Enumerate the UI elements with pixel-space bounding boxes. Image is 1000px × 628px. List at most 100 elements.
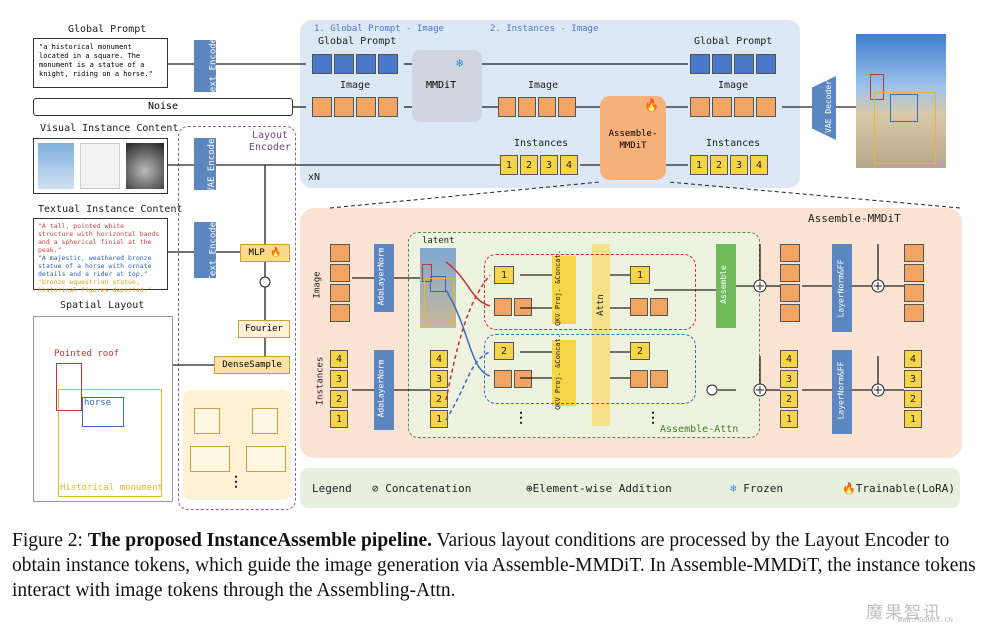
- frozen-snowflake-icon: ❄: [456, 56, 464, 70]
- image-token: [518, 97, 536, 117]
- image-token: [330, 264, 350, 282]
- flame-icon: 🔥: [842, 482, 856, 495]
- instance-token: 3: [330, 370, 348, 388]
- textual-line-2: "A majestic, weathered bronze statue of …: [38, 254, 152, 278]
- dense-ellipsis: ⋮: [229, 474, 243, 490]
- mmdit-box: MMDiT ❄: [412, 50, 482, 122]
- layernorm-ff-top: [832, 244, 852, 332]
- instance-token: 2: [780, 390, 798, 408]
- image-token: [334, 97, 354, 117]
- legend-panel: [300, 468, 960, 508]
- attn-ellipsis-left: ⋮: [514, 410, 528, 426]
- concat-icon: ⊘: [372, 482, 379, 495]
- textual-instance-box: "A tall, pointed white structure with ho…: [33, 218, 168, 294]
- latent-image: [420, 248, 456, 328]
- image-token: [630, 370, 648, 388]
- qkv-bottom: [552, 340, 576, 406]
- global-prompt-token: [734, 54, 754, 74]
- image-token: [904, 264, 924, 282]
- vae-encoder: VAE Encoder: [194, 133, 217, 193]
- image-token: [538, 97, 556, 117]
- image-token: [650, 370, 668, 388]
- image-token: [756, 97, 776, 117]
- global-prompt-row-label: Global Prompt: [318, 36, 397, 47]
- image-token: [690, 97, 710, 117]
- global-prompt-token: [312, 54, 332, 74]
- instance-token: 2: [710, 155, 728, 175]
- visual-instance-label: Visual Instance Content: [40, 123, 179, 134]
- layout-label-horse: horse: [84, 398, 112, 408]
- caption-bold: The proposed InstanceAssemble pipeline.: [87, 530, 433, 551]
- image-token: [514, 370, 532, 388]
- snowflake-icon: ❄: [730, 482, 737, 495]
- instance-token: 1: [494, 266, 514, 284]
- adalayernorm-top: [374, 244, 394, 312]
- spatial-layout-label: Spatial Layout: [60, 300, 145, 311]
- global-prompt-token: [756, 54, 776, 74]
- instance-token: 1: [780, 410, 798, 428]
- instance-token: 1: [630, 266, 650, 284]
- instance-token: 3: [730, 155, 748, 175]
- image-token: [712, 97, 732, 117]
- visual-instance-images: [33, 138, 168, 194]
- fourier-box: Fourier: [238, 320, 290, 338]
- instance-token: 4: [430, 350, 448, 368]
- image-token: [780, 244, 800, 262]
- image-token: [330, 304, 350, 322]
- instance-token: 2: [494, 342, 514, 360]
- instance-group-2: [484, 334, 696, 404]
- instance-token: 4: [330, 350, 348, 368]
- dense-mini-4: [246, 446, 286, 472]
- image-token: [356, 97, 376, 117]
- image-token: [312, 97, 332, 117]
- image-token: [378, 97, 398, 117]
- instance-token: 1: [690, 155, 708, 175]
- layout-encoder-panel: [178, 126, 296, 510]
- watermark: 魔果智讯: [866, 603, 942, 623]
- image-token: [780, 304, 800, 322]
- image-row-label-2: Image: [528, 80, 559, 91]
- instance-token: 2: [520, 155, 538, 175]
- caption-body: Various layout conditions are processed …: [12, 530, 976, 601]
- tower-image: [38, 143, 74, 189]
- add-icon: ⊕: [526, 482, 533, 495]
- layout-label-roof: Pointed roof: [54, 349, 120, 359]
- global-prompt-token: [378, 54, 398, 74]
- xn-label: xN: [308, 172, 321, 183]
- layout-box-monument: [58, 389, 162, 497]
- image-row-label-3: Image: [718, 80, 749, 91]
- assemble-mmdit-title: Assemble-MMDiT: [808, 212, 901, 225]
- instances-row-label-1: Instances: [514, 138, 569, 149]
- instance-token: 1: [430, 410, 448, 428]
- output-box-roof: [870, 74, 884, 100]
- image-token: [558, 97, 576, 117]
- adalayernorm-bottom: [374, 350, 394, 430]
- assemble-mmdit-small-box: 🔥 Assemble-MMDiT: [600, 96, 666, 180]
- statue-sketch-image: [80, 143, 120, 189]
- dense-mini-3: [190, 446, 230, 472]
- instance-token: 3: [540, 155, 558, 175]
- latent-label: latent: [422, 236, 455, 246]
- global-prompt-token: [356, 54, 376, 74]
- image-token: [780, 264, 800, 282]
- image-token: [494, 298, 512, 316]
- image-token: [904, 284, 924, 302]
- section2-label: 2. Instances - Image: [490, 24, 599, 34]
- textual-line-3: "bronze equestrian statue, historical fi…: [38, 278, 152, 294]
- output-box-monument: [874, 92, 936, 164]
- dense-sample-box: DenseSample: [214, 356, 290, 374]
- instance-token: 2: [630, 342, 650, 360]
- instance-token: 2: [330, 390, 348, 408]
- image-token: [330, 284, 350, 302]
- layout-encoder-label: Layout Encoder: [248, 130, 292, 153]
- connector-lines: [168, 63, 961, 421]
- image-row-label-1: Image: [340, 80, 371, 91]
- image-token: [650, 298, 668, 316]
- attn-ellipsis-right: ⋮: [646, 410, 660, 426]
- spatial-layout-box: Pointed roof horse Historical monument: [33, 316, 173, 502]
- instance-token: 1: [500, 155, 518, 175]
- layout-box-roof: [56, 363, 82, 411]
- legend-trainable: 🔥Trainable(LoRA): [842, 482, 956, 495]
- instance-token: 2: [430, 390, 448, 408]
- section1-label: 1. Global Prompt - Image: [314, 24, 445, 34]
